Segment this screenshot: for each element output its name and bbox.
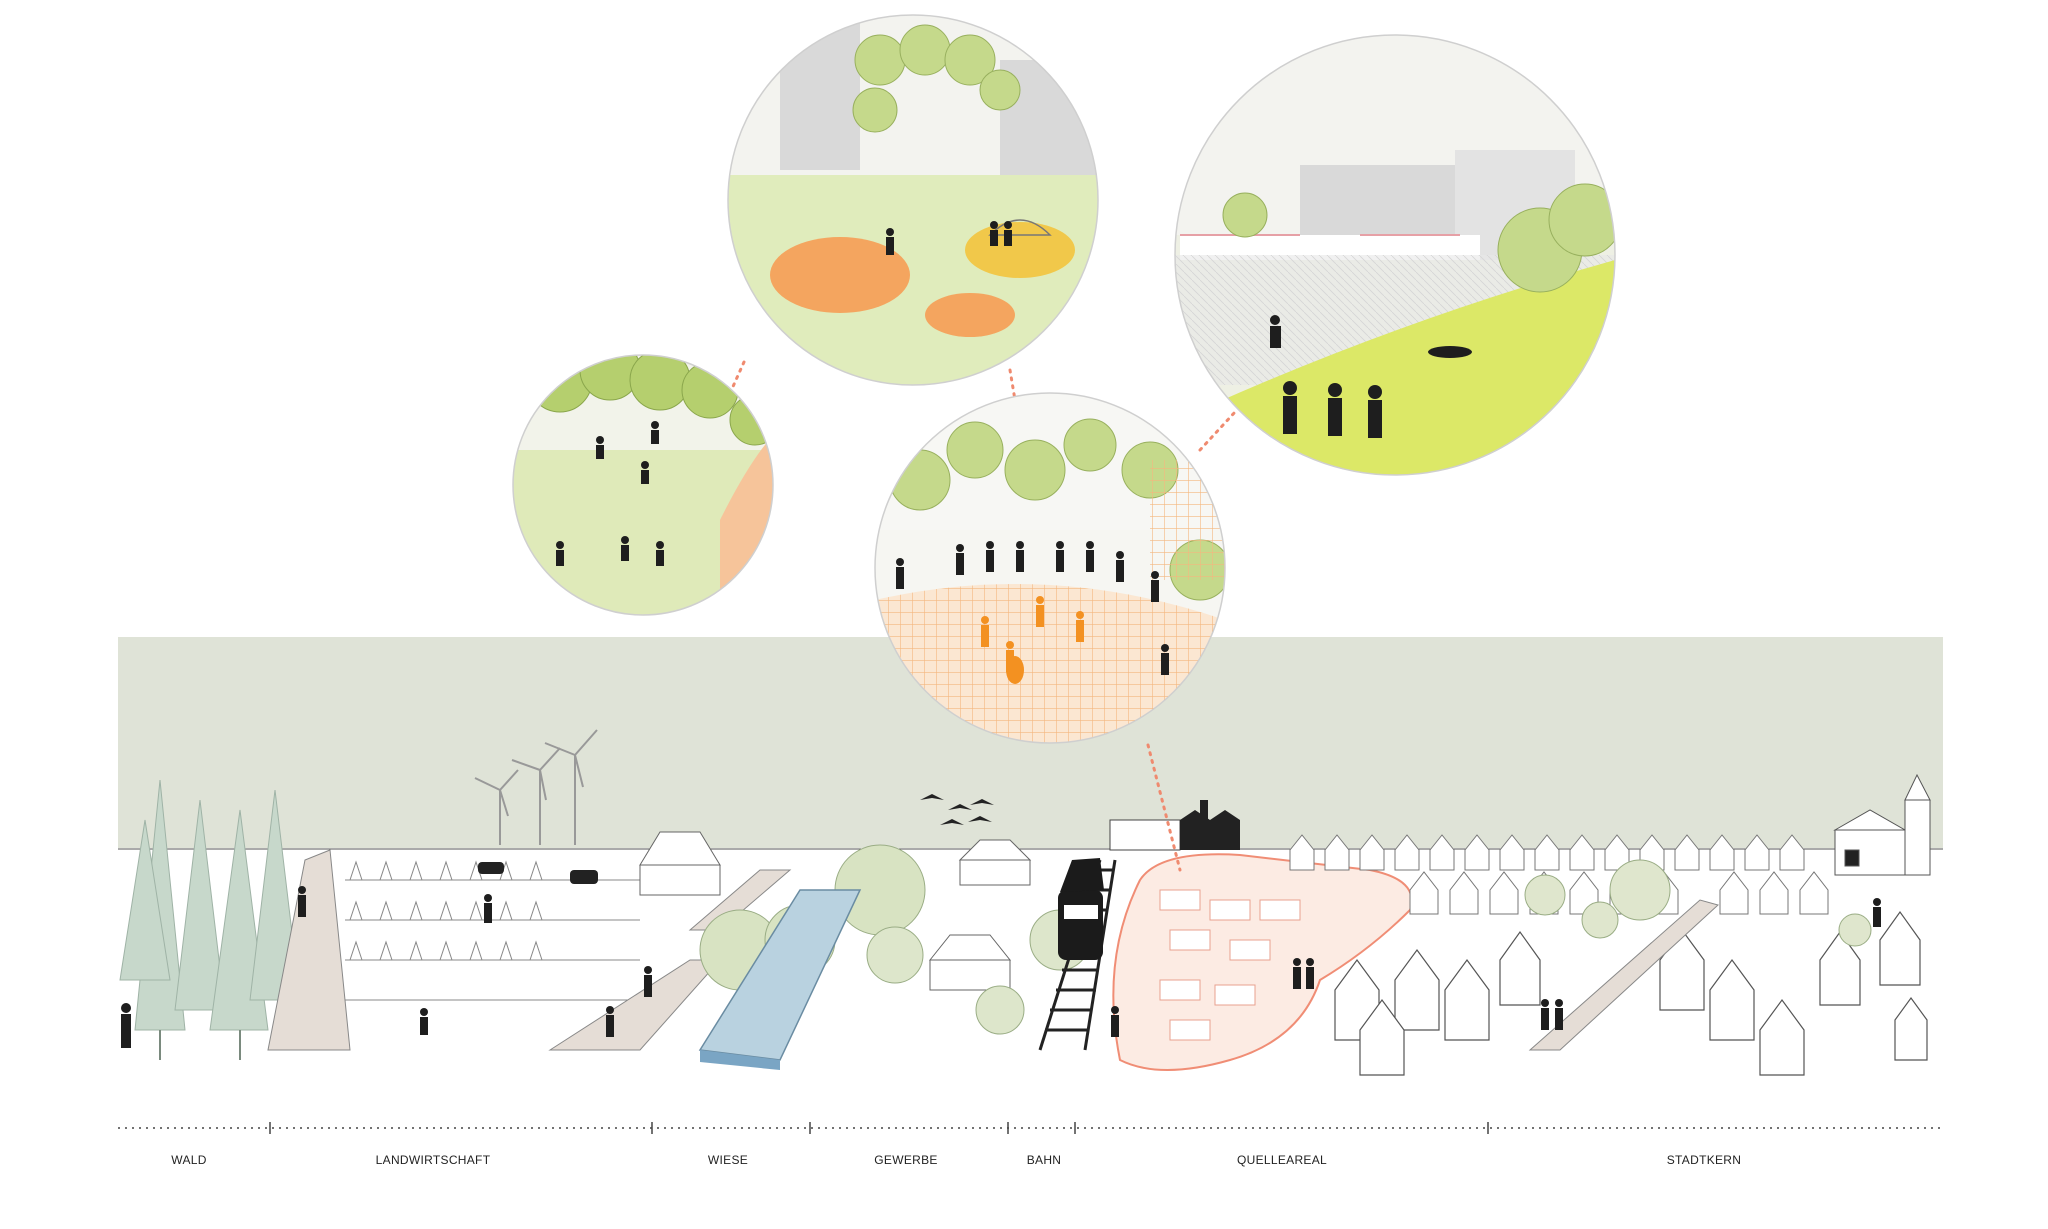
- quelleareal-buildings: [1159, 889, 1301, 1041]
- wind-turbines: [474, 729, 598, 845]
- town-trees: [1524, 859, 1872, 947]
- people-silhouettes: [121, 886, 1881, 1048]
- zone-label-bahn: BAHN: [1026, 1153, 1062, 1167]
- vignette-market-square: [1174, 34, 1616, 476]
- cows: [478, 862, 598, 884]
- zone-label-quelleareal: QUELLEAREAL: [1236, 1153, 1328, 1167]
- industrial-buildings: [928, 839, 1032, 991]
- forest-path: [267, 849, 351, 1051]
- zone-label-stadtkern: STADTKERN: [1666, 1153, 1742, 1167]
- church: [1833, 773, 1931, 876]
- zone-ticks: [269, 1122, 1489, 1134]
- zone-label-wald: WALD: [171, 1153, 207, 1167]
- vignette-event-square: [874, 392, 1226, 744]
- birds: [920, 794, 994, 825]
- vignette-plaza-trees: [727, 14, 1099, 386]
- zone-label-landwirtschaft: LANDWIRTSCHAFT: [375, 1153, 491, 1167]
- barn: [639, 831, 721, 896]
- canal-bottom: [700, 1050, 780, 1070]
- crop-rows: [345, 860, 640, 1001]
- town-path: [1528, 899, 1720, 1051]
- railway: [1038, 858, 1117, 1051]
- train: [1058, 890, 1103, 960]
- canal: [698, 889, 862, 1061]
- vignette-park-meadow: [512, 354, 774, 616]
- zone-label-gewerbe: GEWERBE: [874, 1153, 938, 1167]
- zone-label-wiese: WIESE: [707, 1153, 749, 1167]
- forest-trunks: [159, 1030, 241, 1060]
- town-houses-front: [1334, 910, 1928, 1076]
